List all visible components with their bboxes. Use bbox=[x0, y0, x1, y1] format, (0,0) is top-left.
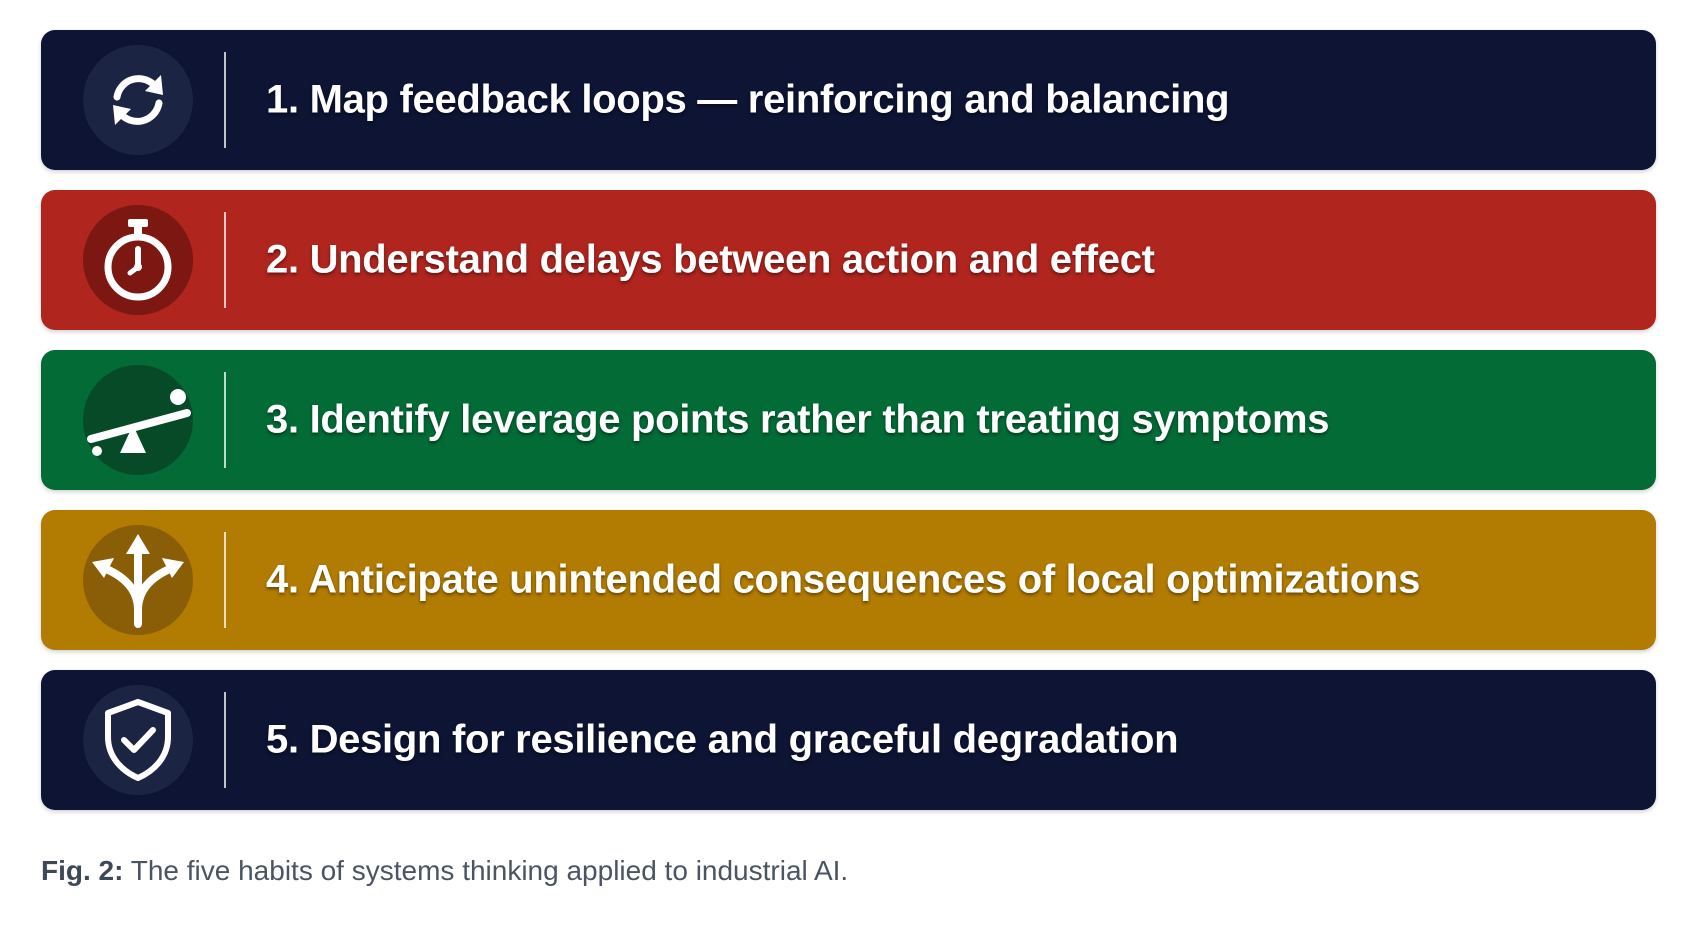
row-divider bbox=[224, 692, 226, 788]
habit-row-leverage-points: 3. Identify leverage points rather than … bbox=[41, 350, 1656, 490]
habit-icon-badge bbox=[83, 685, 193, 795]
habit-row-delays: 2. Understand delays between action and … bbox=[41, 190, 1656, 330]
shield-check-icon bbox=[105, 699, 171, 781]
figure-caption: Fig. 2: The five habits of systems think… bbox=[41, 855, 848, 887]
habit-row-resilience: 5. Design for resilience and graceful de… bbox=[41, 670, 1656, 810]
habit-row-feedback-loops: 1. Map feedback loops — reinforcing and … bbox=[41, 30, 1656, 170]
habit-label: 3. Identify leverage points rather than … bbox=[266, 397, 1330, 442]
row-divider bbox=[224, 212, 226, 308]
habit-icon-badge bbox=[83, 45, 193, 155]
diverging-arrows-icon bbox=[92, 534, 184, 628]
figure-number: Fig. 2: bbox=[41, 855, 124, 886]
habit-label: 5. Design for resilience and graceful de… bbox=[266, 717, 1179, 762]
habits-list: 1. Map feedback loops — reinforcing and … bbox=[41, 30, 1656, 810]
row-divider bbox=[224, 372, 226, 468]
seesaw-lever-icon bbox=[87, 389, 191, 456]
habit-label: 4. Anticipate unintended consequences of… bbox=[266, 557, 1421, 602]
row-divider bbox=[224, 532, 226, 628]
row-divider bbox=[224, 52, 226, 148]
habit-label: 1. Map feedback loops — reinforcing and … bbox=[266, 77, 1230, 122]
caption-text: The five habits of systems thinking appl… bbox=[123, 855, 849, 886]
habit-label: 2. Understand delays between action and … bbox=[266, 237, 1155, 282]
habit-icon-badge bbox=[83, 205, 193, 315]
stopwatch-icon bbox=[104, 219, 172, 301]
habit-icon-badge bbox=[83, 525, 193, 635]
habit-row-unintended-consequences: 4. Anticipate unintended consequences of… bbox=[41, 510, 1656, 650]
sync-arrows-icon bbox=[113, 75, 163, 125]
habit-icon-badge bbox=[83, 365, 193, 475]
